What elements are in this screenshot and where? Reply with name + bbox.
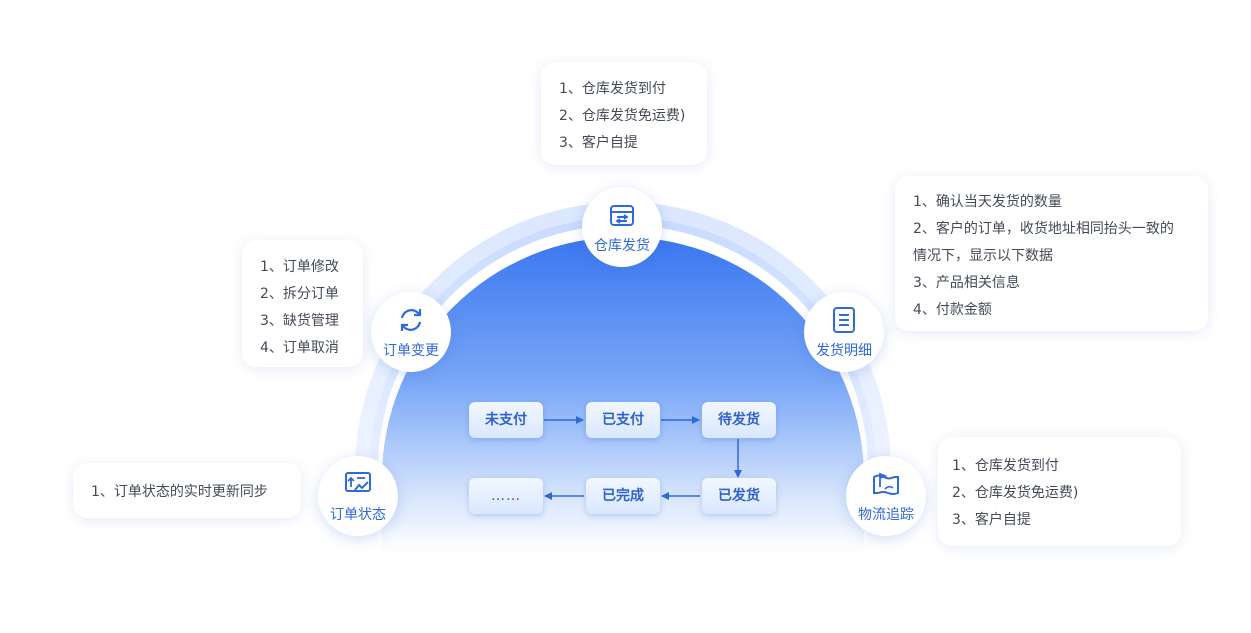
info-line: 2、拆分订单 — [260, 286, 339, 302]
node-label: 物流追踪 — [858, 507, 914, 523]
info-line: 1、仓库发货到付 — [559, 81, 666, 97]
node-order-change: 订单变更 — [371, 292, 451, 372]
info-card-order-change: 1、订单修改 2、拆分订单 3、缺货管理 4、订单取消 — [242, 240, 363, 367]
map-flag-icon — [873, 472, 899, 495]
info-card-warehouse-shipping: 1、仓库发货到付 2、仓库发货免运费) 3、客户自提 — [541, 62, 707, 165]
warehouse-icon — [610, 205, 634, 226]
info-card-shipping-details: 1、确认当天发货的数量 2、客户的订单，收货地址相同抬头一致的 情况下，显示以下… — [895, 176, 1208, 331]
info-line: 4、付款金额 — [913, 302, 992, 318]
state-pending-shipment: 待发货 — [702, 402, 776, 438]
info-line: 情况下，显示以下数据 — [913, 248, 1053, 264]
info-line: 3、客户自提 — [559, 135, 638, 151]
node-label: 订单状态 — [330, 507, 386, 523]
info-line: 4、订单取消 — [260, 340, 339, 356]
info-line: 1、仓库发货到付 — [952, 458, 1059, 474]
node-order-status: 订单状态 — [318, 456, 398, 536]
info-line: 1、订单状态的实时更新同步 — [91, 484, 268, 500]
state-paid: 已支付 — [586, 402, 660, 438]
node-shipping-details: 发货明细 — [804, 292, 884, 372]
info-card-order-status: 1、订单状态的实时更新同步 — [73, 463, 301, 518]
info-line: 3、客户自提 — [952, 512, 1031, 528]
info-line: 3、产品相关信息 — [913, 275, 1020, 291]
state-unpaid: 未支付 — [469, 402, 543, 438]
node-label: 订单变更 — [383, 343, 439, 359]
status-chart-icon — [345, 472, 371, 492]
refresh-icon — [400, 309, 422, 331]
info-card-logistics-tracking: 1、仓库发货到付 2、仓库发货免运费) 3、客户自提 — [938, 437, 1181, 546]
info-line: 2、仓库发货免运费) — [559, 108, 686, 124]
info-line: 2、客户的订单，收货地址相同抬头一致的 — [913, 221, 1174, 237]
state-more: …… — [469, 478, 543, 514]
node-logistics-tracking: 物流追踪 — [846, 456, 926, 536]
node-label: 发货明细 — [816, 343, 872, 359]
info-line: 1、确认当天发货的数量 — [913, 194, 1062, 210]
info-line: 1、订单修改 — [260, 259, 339, 275]
list-icon — [833, 307, 855, 333]
node-warehouse-shipping: 仓库发货 — [582, 187, 662, 267]
state-shipped: 已发货 — [702, 478, 776, 514]
node-label: 仓库发货 — [594, 238, 650, 254]
info-line: 3、缺货管理 — [260, 313, 339, 329]
state-completed: 已完成 — [586, 478, 660, 514]
info-line: 2、仓库发货免运费) — [952, 485, 1079, 501]
